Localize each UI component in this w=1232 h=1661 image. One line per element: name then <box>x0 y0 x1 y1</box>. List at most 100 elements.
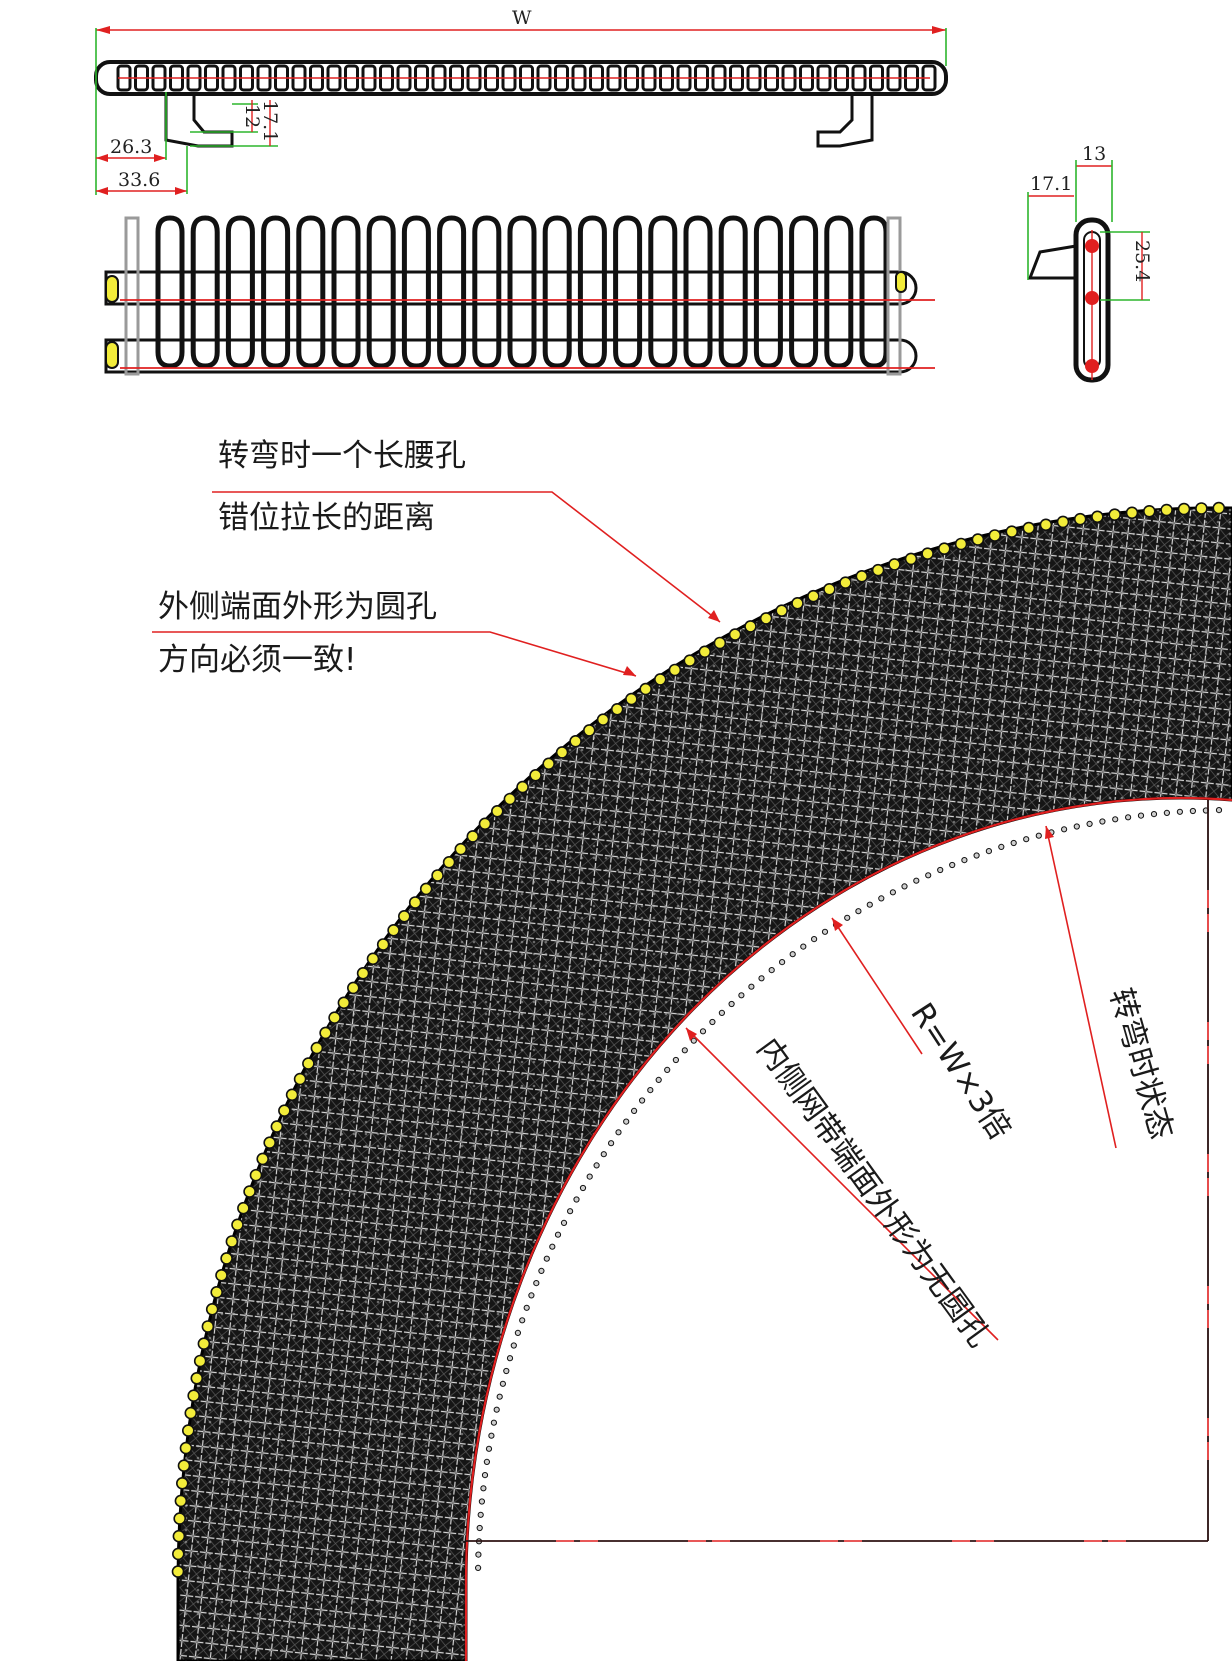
inner-edge-tick <box>631 1107 638 1115</box>
inner-edge-tick <box>664 1066 671 1074</box>
inner-edge-tick <box>549 1243 556 1250</box>
outer-edge-cap <box>319 1026 332 1040</box>
inner-edge-tick <box>567 1208 574 1215</box>
outer-edge-cap <box>366 952 380 966</box>
inner-edge-tick <box>573 1196 580 1203</box>
inner-edge-ticks <box>475 807 1223 1572</box>
outer-edge-cap <box>775 604 789 618</box>
outer-edge-cap <box>1108 508 1121 522</box>
inner-edge-tick <box>878 895 885 902</box>
inner-edge-tick <box>538 1267 545 1275</box>
outer-edge-cap <box>668 663 682 677</box>
outer-edge-cap <box>625 692 638 706</box>
inner-edge-tick <box>1086 820 1093 828</box>
outer-face-note: 外侧端面外形为圆孔 方向必须一致! <box>152 589 637 678</box>
outer-edge-cap <box>791 596 804 610</box>
inner-edge-tick <box>748 983 755 990</box>
inner-edge-tick <box>901 883 908 890</box>
inner-edge-tick <box>672 1056 680 1064</box>
plan-view-link <box>542 215 572 369</box>
radius-note-text: R=W×3倍 <box>903 997 1018 1146</box>
inner-edge-tick <box>913 877 920 884</box>
inner-edge-tick <box>481 1472 489 1479</box>
outer-edge-cap <box>759 612 773 625</box>
inner-edge-tick <box>488 1432 495 1439</box>
outer-edge-cap <box>639 682 653 696</box>
outer-edge-cap <box>172 1547 185 1561</box>
curved-belt <box>171 501 1232 1661</box>
outer-edge-cap <box>529 768 542 782</box>
inner-edge-tick <box>855 908 862 915</box>
inner-edge-tick <box>1215 807 1223 814</box>
outer-edge-cap <box>555 746 569 759</box>
outer-edge-cap <box>516 780 529 794</box>
dim-25-4: 25.4 <box>1131 240 1153 282</box>
outer-edge-cap <box>263 1136 277 1149</box>
outer-edge-cap <box>249 1168 263 1182</box>
plan-view-link <box>577 215 607 369</box>
inner-edge-tick <box>758 975 765 982</box>
inner-edge-tick <box>514 1329 522 1337</box>
rod-end-cap-3 <box>895 271 907 293</box>
outer-edge-cap <box>310 1041 324 1055</box>
outer-edge-cap <box>1039 518 1053 532</box>
outer-edge-cap <box>431 869 444 882</box>
outer-edge-cap <box>466 830 480 843</box>
outer-edge-cap <box>376 938 390 951</box>
outer-edge-cap <box>713 636 727 650</box>
inner-edge-tick <box>985 848 993 855</box>
slot-note-line2: 错位拉长的距离 <box>218 500 435 536</box>
inner-edge-tick <box>1112 816 1119 823</box>
belt-side-view: 13 17.1 25.4 <box>1027 143 1153 383</box>
rod-end-cap-2 <box>105 341 119 369</box>
inner-edge-tick <box>477 1511 484 1518</box>
outer-edge-cap <box>1073 512 1087 526</box>
inner-edge-tick <box>821 928 829 935</box>
inner-edge-tick <box>600 1151 607 1158</box>
inner-edge-tick <box>973 852 980 859</box>
inner-edge-tick <box>485 1445 493 1452</box>
plan-view-link <box>155 215 185 369</box>
outer-edge-cap <box>921 547 934 561</box>
outer-edge-cap <box>190 1372 204 1385</box>
radius-center-lines <box>466 800 1209 1542</box>
inner-edge-tick <box>1073 823 1080 830</box>
plan-view-link <box>648 215 678 369</box>
inner-edge-tick <box>608 1140 615 1147</box>
plan-view-link <box>683 215 713 369</box>
outer-edge-cap <box>182 1424 195 1437</box>
inner-edge-tick <box>811 936 818 943</box>
outer-edge-cap <box>503 792 517 806</box>
inner-edge-tick <box>496 1393 503 1400</box>
outer-edge-cap <box>174 1494 188 1508</box>
inner-edge-tick <box>998 843 1005 851</box>
slot-offset-note: 转弯时一个长腰孔 错位拉长的距离 <box>212 438 721 623</box>
plan-view-link <box>437 215 467 369</box>
inner-edge-tick <box>1125 814 1132 821</box>
turning-note: 转弯时状态 <box>1102 984 1179 1143</box>
tab-dimensions: 26.3 33.6 12 17.1 <box>96 92 281 195</box>
outer-edge-cap <box>823 582 836 596</box>
outer-edge-cap <box>1125 506 1139 520</box>
outer-edge-cap <box>698 645 712 659</box>
plan-view-link <box>225 215 255 369</box>
outer-edge-cap <box>582 724 596 737</box>
outer-edge-cap <box>807 589 820 603</box>
inner-edge-tick <box>1176 808 1184 815</box>
inner-edge-tick <box>647 1087 654 1094</box>
inner-edge-tick <box>844 914 851 921</box>
outer-edge-cap <box>210 1286 223 1299</box>
outer-edge-cap <box>653 673 667 686</box>
inner-edge-line <box>464 796 1232 1661</box>
inner-edge-tick <box>528 1292 535 1299</box>
inner-edge-tick <box>543 1255 550 1262</box>
outer-edge-cap <box>1160 503 1173 517</box>
outer-edge-cap <box>871 563 885 577</box>
outer-edge-cap <box>904 552 918 566</box>
outer-edge-cap <box>278 1104 291 1117</box>
inner-edge-tick <box>690 1037 697 1044</box>
inner-edge-tick <box>493 1406 500 1413</box>
plan-view-link <box>366 215 396 369</box>
inner-edge-tick <box>681 1047 688 1054</box>
